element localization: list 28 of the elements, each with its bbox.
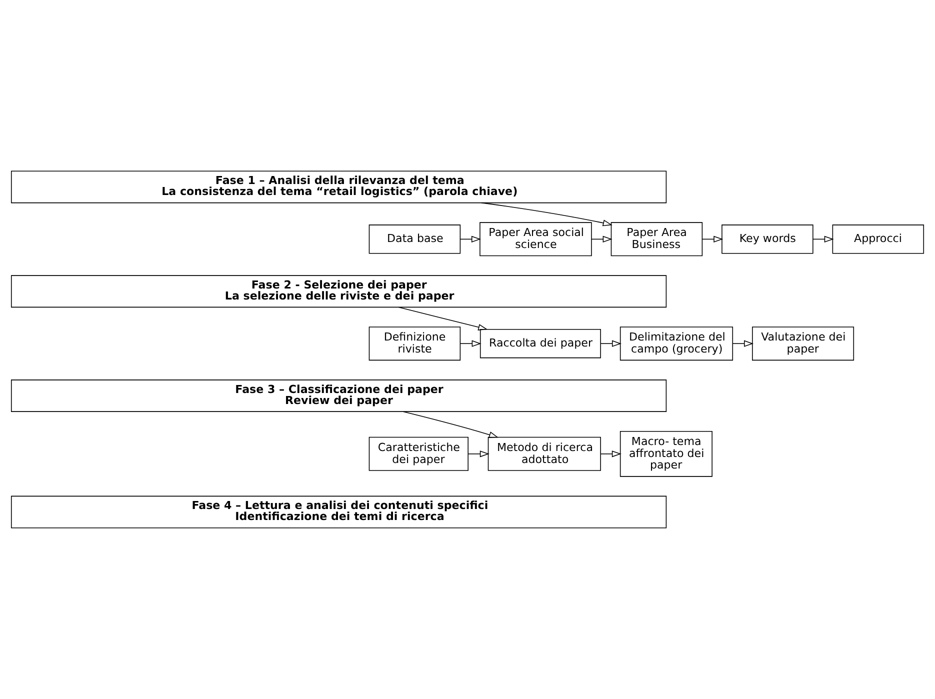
node-box: Fase 1 – Analisi della rilevanza del tema La consistenza del tema “retail logistics” (parola chiave) xyxy=(10,170,667,204)
arrow xyxy=(591,236,612,242)
node-box: Macro- tema affrontato dei paper xyxy=(620,430,712,477)
node-box: Data base xyxy=(368,224,461,254)
node-box: Approcci xyxy=(832,224,924,254)
arrow xyxy=(732,340,754,347)
arrow xyxy=(398,306,488,330)
node-box: Fase 2 - Selezione dei paper La selezione delle riviste e dei paper xyxy=(10,275,667,308)
arrow xyxy=(402,411,498,438)
node-box: Caratteristiche dei paper xyxy=(368,436,468,471)
node-box: Definizione riviste xyxy=(368,326,461,361)
node-box: Key words xyxy=(722,224,814,254)
arrow xyxy=(600,340,622,347)
node-box: Delimitazione del campo (grocery) xyxy=(620,326,734,361)
arrow xyxy=(812,236,834,242)
node-box: Paper Area Business xyxy=(610,222,703,256)
arrow xyxy=(702,236,724,242)
arrow xyxy=(460,340,482,347)
node-box: Fase 4 – Lettura e analisi dei contenuti specifici Identificazione dei temi di ricerca xyxy=(10,496,667,528)
node-box: Raccolta dei paper xyxy=(480,328,601,358)
arrow xyxy=(460,236,481,242)
arrow xyxy=(481,202,612,226)
node-box: Paper Area social science xyxy=(480,222,592,256)
node-box: Metodo di ricerca adottato xyxy=(488,436,601,471)
node-box: Fase 3 – Classificazione dei paper Review dei paper xyxy=(10,380,667,412)
arrow xyxy=(468,450,490,458)
node-box: Valutazione dei paper xyxy=(752,326,854,361)
arrow xyxy=(600,450,622,458)
